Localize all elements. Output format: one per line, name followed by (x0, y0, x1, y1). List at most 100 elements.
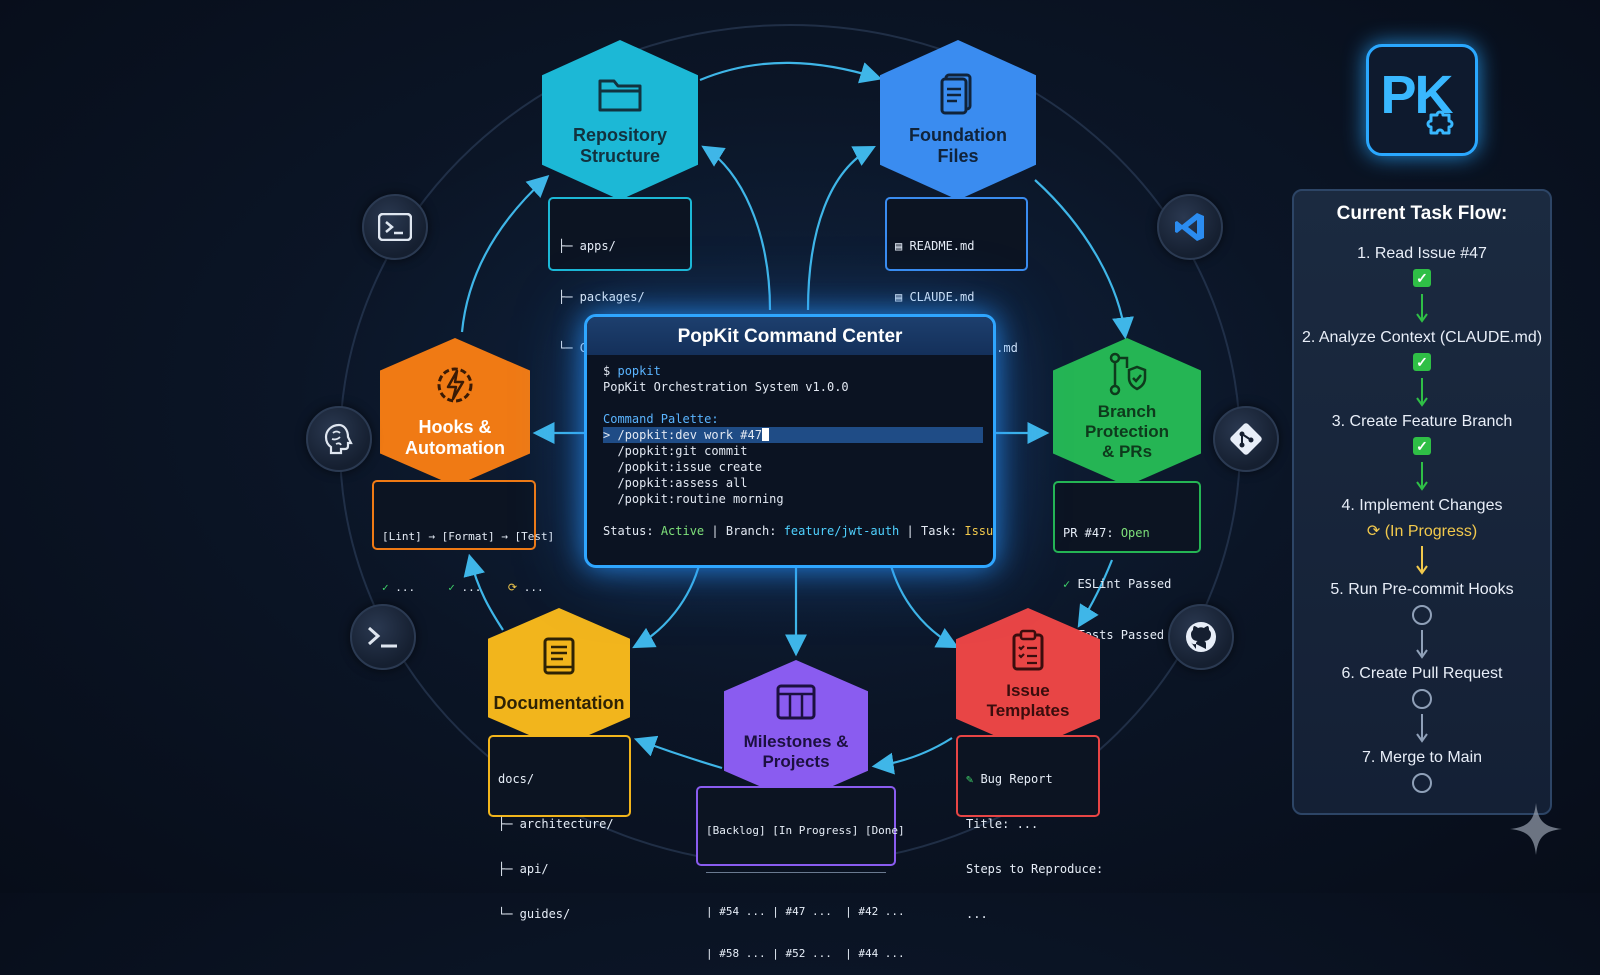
board-row: | #58 ... | #52 ... | #44 ... (706, 947, 905, 960)
command-text: /popkit:issue create (617, 460, 762, 474)
status-text: ... (523, 581, 544, 594)
node-title-line: Automation (405, 438, 505, 458)
command-center-title: PopKit Command Center (587, 317, 993, 355)
terminal-prompt-icon (350, 604, 416, 670)
task-step-label: 4. Implement Changes (1341, 497, 1503, 514)
bug-icon: ✎ (966, 772, 981, 786)
node-title-line: Repository (572, 125, 668, 145)
command-item[interactable]: /popkit:assess all (603, 476, 748, 490)
pending-circle-icon (1412, 689, 1432, 709)
palette-label: Command Palette: (603, 412, 719, 426)
document-icon (940, 73, 972, 115)
tree-line: ├─ apps/ (558, 239, 616, 253)
down-arrow-icon (1416, 378, 1428, 407)
node-title-line: Foundation (909, 125, 1007, 145)
down-arrow-icon (1416, 714, 1428, 743)
check-icon: ✓ (382, 581, 396, 594)
prompt-command: popkit (617, 364, 661, 378)
sparkle-icon (1510, 803, 1562, 855)
branch-protection-node: Branch Protection & PRs (1053, 338, 1201, 486)
terminal-icon (362, 194, 428, 260)
node-title-line: Files (937, 146, 979, 166)
status-text: (In Progress) (1384, 523, 1478, 540)
node-title-line: Projects (762, 752, 830, 771)
command-text: /popkit:routine morning (617, 492, 784, 506)
prompt-line: $ popkit (603, 364, 661, 378)
check-line: ✓ ESLint Passed (1063, 576, 1191, 593)
node-title-line: Milestones & (743, 732, 849, 751)
clipboard-icon (1012, 629, 1044, 671)
refresh-icon: ⟳ (1366, 523, 1385, 540)
file-icon: ▤ (895, 290, 910, 304)
task-step-label: 2. Analyze Context (CLAUDE.md) (1301, 329, 1543, 346)
github-icon (1168, 604, 1234, 670)
pr-label: PR #47: (1063, 526, 1114, 540)
file-line: ▤ README.md (895, 238, 1018, 255)
command-text: /popkit:git commit (617, 444, 748, 458)
repository-structure-node: Repository Structure (542, 40, 698, 200)
repository-structure-card: ├─ apps/ ├─ packages/ └─ CLAUDE.md (548, 197, 692, 355)
command-item[interactable]: /popkit:git commit (603, 444, 748, 458)
command-text: /popkit:assess all (617, 476, 748, 490)
tree-line: docs/ (498, 772, 535, 786)
file-icon: ▤ (895, 239, 910, 253)
task-flow-title: Current Task Flow: (1336, 203, 1508, 224)
command-item[interactable]: /popkit:routine morning (603, 492, 784, 506)
prompt-symbol: $ (603, 364, 611, 378)
issue-templates-card: ✎ Bug Report Title: ... Steps to Reprodu… (956, 735, 1103, 921)
status-bar: Status: Active | Branch: feature/jwt-aut… (603, 524, 994, 538)
documentation-node: Documentation (488, 608, 630, 748)
command-item[interactable]: /popkit:issue create (603, 460, 762, 474)
book-icon (543, 637, 575, 674)
node-title-line: Protection (1084, 422, 1170, 441)
kanban-icon (776, 684, 816, 720)
file-name: README.md (909, 239, 975, 253)
tree-line: ├─ api/ (498, 862, 549, 876)
checkbox-checked-icon: ✓ (1413, 269, 1431, 287)
node-title-line: & PRs (1101, 442, 1153, 461)
command-text: /popkit:dev work #47 (617, 428, 762, 442)
brain-icon (306, 406, 372, 472)
separator: | (906, 524, 914, 538)
milestones-projects-card: [Backlog] [In Progress] [Done] | #54 ...… (696, 786, 905, 960)
tree-line: ├─ packages/ (558, 290, 645, 304)
pr-line: PR #47: Open (1063, 525, 1191, 542)
task-value: Issue #47 (964, 524, 994, 538)
task-step-label: 1. Read Issue #47 (1357, 245, 1487, 262)
branch-protection-card: PR #47: Open ✓ ESLint Passed ✓ Tests Pas… (1053, 481, 1201, 642)
pipeline-status-line: ✓ ... ✓ ... ⟳ ... (382, 579, 544, 596)
puzzle-icon (1426, 110, 1454, 135)
lightning-gear-icon (437, 367, 473, 403)
pending-circle-icon (1412, 773, 1432, 793)
task-flow-panel: Current Task Flow: 1. Read Issue #47 ✓ 2. … (1292, 189, 1552, 815)
command-item-selected[interactable]: > /popkit:dev work #47 (603, 427, 983, 443)
template-line: Steps to Reproduce: (966, 862, 1104, 876)
status-text: ... (395, 581, 416, 594)
down-arrow-icon (1416, 630, 1428, 659)
branch-value: feature/jwt-auth (783, 524, 900, 538)
task-step-label: 7. Merge to Main (1361, 749, 1483, 766)
task-label: Task: (920, 524, 958, 538)
selection-marker: > (603, 428, 611, 442)
down-arrow-icon (1416, 546, 1428, 575)
hooks-automation-node: Hooks & Automation (380, 338, 530, 486)
board-divider (706, 872, 886, 873)
template-line: Title: ... (966, 817, 1039, 831)
version-line: PopKit Orchestration System v1.0.0 (603, 380, 849, 394)
node-title-line: Hooks & (418, 417, 492, 437)
down-arrow-icon (1416, 462, 1428, 491)
tree-line: └─ guides/ (498, 907, 571, 921)
branch-label: Branch: (725, 524, 777, 538)
in-progress-status: ⟳ (In Progress) (1367, 521, 1477, 541)
template-text: Bug Report (980, 772, 1053, 786)
foundation-files-node: Foundation Files (880, 40, 1036, 200)
documentation-card: docs/ ├─ architecture/ ├─ api/ └─ guides… (488, 735, 631, 921)
node-title-line: Branch (1097, 402, 1157, 421)
terminal-body: $ popkit PopKit Orchestration System v1.… (587, 355, 993, 547)
git-shield-icon (1109, 352, 1147, 396)
task-step-label: 6. Create Pull Request (1341, 665, 1503, 682)
separator: | (711, 524, 719, 538)
node-title-line: Templates (986, 701, 1070, 720)
template-line: ✎ Bug Report (966, 772, 1090, 787)
text-cursor (761, 428, 769, 441)
